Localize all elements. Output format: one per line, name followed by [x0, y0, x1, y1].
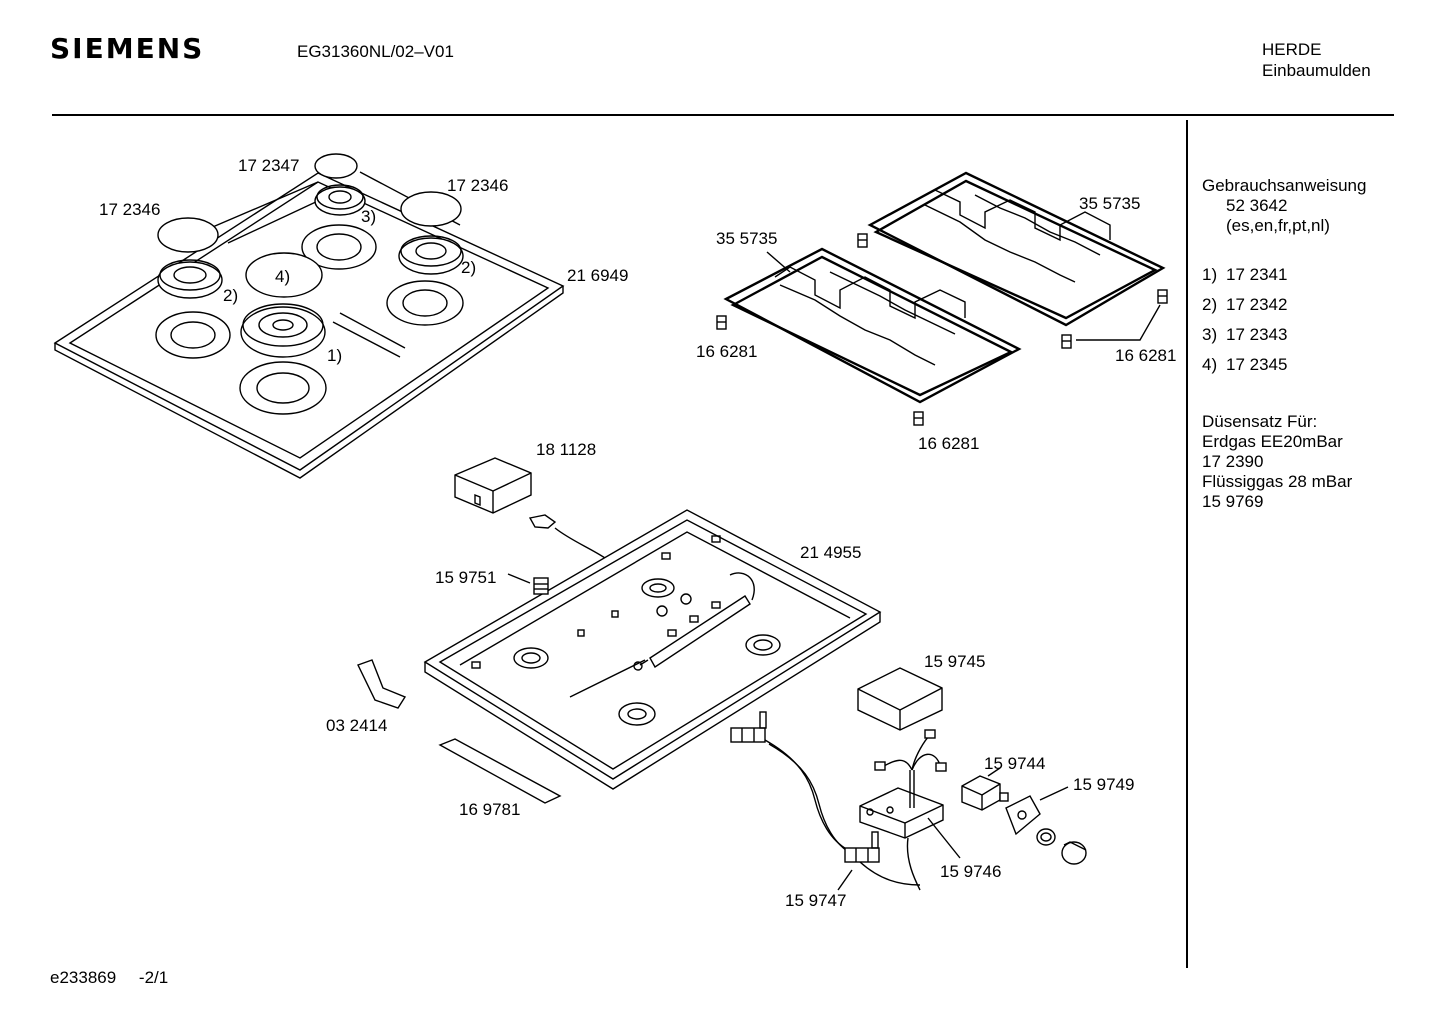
sidebar-divider: [1186, 120, 1188, 968]
clip: [357, 659, 407, 709]
seal-strip: [438, 738, 562, 804]
burner-cap-list: 1)17 2341 2)17 2342 3)17 2343 4)17 2345: [1202, 265, 1287, 385]
knob-insert: [1036, 828, 1056, 846]
manual-number: 52 3642: [1226, 196, 1288, 215]
burner-cap-large: [245, 252, 323, 298]
nozzle-gas2-part: 15 9769: [1202, 492, 1264, 511]
rubber-foot: [716, 315, 727, 330]
basin: [423, 509, 882, 790]
doc-id: e233869: [50, 968, 117, 987]
rubber-foot: [1061, 334, 1072, 349]
nozzle-set-block: Düsensatz Für: Erdgas EE20mBar 17 2390 F…: [1202, 412, 1352, 512]
label-marker-2-left: 2): [223, 286, 238, 305]
burner-cap-item: 3)17 2343: [1202, 325, 1288, 344]
burner-head-right: [398, 235, 464, 275]
nozzle-gas1-part: 17 2390: [1202, 452, 1264, 471]
label-cable-gland: 15 9751: [435, 568, 496, 587]
control-knob: [1061, 841, 1087, 865]
label-marker-1: 1): [327, 346, 342, 365]
valve-box: [859, 729, 947, 891]
category-title: HERDE: [1262, 40, 1322, 59]
nozzle-title: Düsensatz Für:: [1202, 412, 1318, 431]
cable-gland: [533, 577, 549, 595]
burner-head-small: [314, 184, 366, 216]
switch-bracket: [1005, 795, 1041, 836]
label-valve: 15 9747: [785, 891, 846, 910]
label-bracket: 15 9749: [1073, 775, 1134, 794]
label-switch: 15 9744: [984, 754, 1045, 773]
label-cap-small: 17 2347: [238, 156, 299, 175]
label-cover-plate: 15 9745: [924, 652, 985, 671]
burner-head-large: [240, 303, 326, 358]
valve: [844, 831, 921, 886]
nozzle-gas2: Flüssiggas 28 mBar: [1202, 472, 1353, 491]
label-foot-bottom: 16 6281: [918, 434, 979, 453]
rubber-foot: [1157, 289, 1168, 304]
label-foot-right: 16 6281: [1115, 346, 1176, 365]
footer: e233869 -2/1: [50, 968, 186, 988]
ignition-connector: [528, 514, 557, 529]
burner-cap-item: 1)17 2341: [1202, 265, 1288, 284]
burner-head-left: [157, 259, 223, 299]
label-cap-right: 17 2346: [447, 176, 508, 195]
pan-support-left: [723, 247, 1022, 404]
model-number: EG31360NL/02–V01: [297, 42, 454, 61]
label-marker-2-right: 2): [461, 258, 476, 277]
burner-cap-right: [400, 191, 462, 227]
page-indicator: -2/1: [138, 968, 169, 987]
label-cap-left: 17 2346: [99, 200, 160, 219]
burner-cap-left: [157, 217, 219, 253]
label-seal-strip: 16 9781: [459, 800, 520, 819]
burner-cap-small: [314, 153, 358, 179]
brand-logo: SIEMENS: [50, 32, 205, 65]
header-divider: [52, 114, 1394, 116]
burner-cap-item: 4)17 2345: [1202, 355, 1288, 374]
category-subtitle: Einbaumulden: [1262, 61, 1371, 80]
burner-cap-item: 2)17 2342: [1202, 295, 1288, 314]
ignition-switch: [961, 775, 1009, 811]
label-clip: 03 2414: [326, 716, 387, 735]
label-marker-4: 4): [275, 267, 290, 286]
rubber-foot: [913, 411, 924, 426]
pan-support-right: [867, 171, 1166, 327]
nozzle-gas1: Erdgas EE20mBar: [1202, 432, 1343, 451]
manual-languages: (es,en,fr,pt,nl): [1226, 216, 1330, 235]
label-grate-right: 35 5735: [1079, 194, 1140, 213]
label-marker-3: 3): [361, 207, 376, 226]
cover-plate: [857, 667, 943, 731]
label-valve-box: 15 9746: [940, 862, 1001, 881]
rubber-foot: [857, 233, 868, 248]
exploded-view-drawing: 17 2347 17 2346 17 2346 3) 4) 2) 2) 1) 2…: [53, 153, 1176, 910]
label-foot-left: 16 6281: [696, 342, 757, 361]
label-basin: 21 4955: [800, 543, 861, 562]
label-cooktop: 21 6949: [567, 266, 628, 285]
manual-block: Gebrauchsanweisung 52 3642 (es,en,fr,pt,…: [1202, 176, 1366, 236]
label-grate-left: 35 5735: [716, 229, 777, 248]
ignition-box: [454, 457, 532, 514]
manual-title: Gebrauchsanweisung: [1202, 176, 1367, 195]
main-valve: [730, 711, 767, 743]
label-ignition-box: 18 1128: [536, 440, 596, 459]
